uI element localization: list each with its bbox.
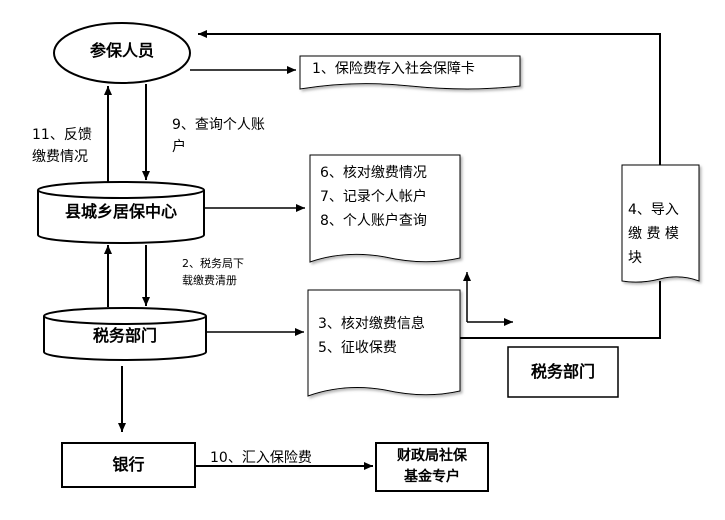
doc4-text: 4、导入 缴 费 模 块 xyxy=(628,198,679,270)
doc4-line-3: 块 xyxy=(628,250,642,266)
doc1-shape xyxy=(299,55,521,90)
feedback-line-2: 缴费情况 xyxy=(32,149,88,165)
doc3-shape xyxy=(307,289,461,397)
download-label: 2、税务局下 载缴费清册 xyxy=(182,255,244,289)
fund-account-label: 财政局社保 基金专户 xyxy=(376,446,488,488)
arrow-doc4-to-insured xyxy=(198,30,661,165)
tax-dept-label: 税务部门 xyxy=(92,326,157,345)
insured-ellipse xyxy=(53,22,191,84)
bank-label: 银行 xyxy=(112,455,145,474)
doc1-text: 1、保险费存入社会保障卡 xyxy=(312,61,475,77)
center-label: 县城乡居保中心 xyxy=(64,202,177,221)
doc4-line-2: 缴 费 模 xyxy=(628,226,679,242)
fund-account-box xyxy=(375,442,489,492)
doc2-line-2: 7、记录个人帐户 xyxy=(320,189,427,205)
bank-box xyxy=(61,442,196,488)
doc2-shape xyxy=(309,154,461,263)
center-cylinder xyxy=(37,181,205,244)
remit-label: 10、汇入保险费 xyxy=(210,450,312,466)
query-label: 9、查询个人账 户 xyxy=(172,114,265,158)
tax-dept-cylinder xyxy=(43,307,207,361)
doc3-line-2: 5、征收保费 xyxy=(318,340,397,356)
fund-account-line-1: 财政局社保 xyxy=(397,448,467,464)
query-line-1: 9、查询个人账 xyxy=(172,117,265,133)
doc4-shape xyxy=(621,164,700,283)
download-line-2: 载缴费清册 xyxy=(182,274,237,287)
fund-account-line-2: 基金专户 xyxy=(404,469,460,485)
doc2-line-1: 6、核对缴费情况 xyxy=(320,165,427,181)
download-line-1: 2、税务局下 xyxy=(182,257,244,270)
feedback-line-1: 11、反馈 xyxy=(32,127,92,143)
insured-label: 参保人员 xyxy=(89,41,154,60)
doc3-line-1: 3、核对缴费信息 xyxy=(318,316,425,332)
doc2-text: 6、核对缴费情况 7、记录个人帐户 8、个人账户查询 xyxy=(320,161,427,233)
doc2-line-3: 8、个人账户查询 xyxy=(320,213,427,229)
doc3-text: 3、核对缴费信息 5、征收保费 xyxy=(318,312,425,360)
query-line-2: 户 xyxy=(172,139,186,155)
tax-dept-right-box xyxy=(507,346,619,398)
feedback-label: 11、反馈 缴费情况 xyxy=(32,124,92,168)
line-doc3-to-doc4 xyxy=(460,281,661,339)
tax-dept-right-label: 税务部门 xyxy=(530,362,595,381)
doc4-line-1: 4、导入 xyxy=(628,202,679,218)
